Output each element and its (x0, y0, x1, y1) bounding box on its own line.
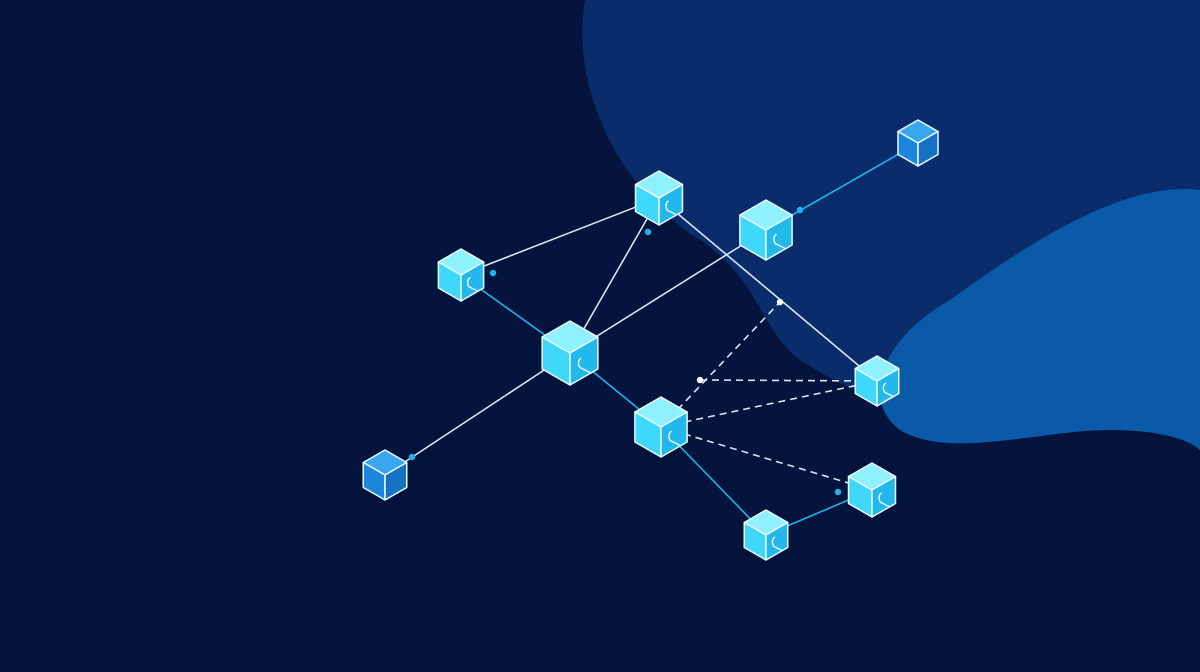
cube-node (437, 248, 485, 302)
dashed-connection (660, 301, 781, 428)
cube-glyph-icon (882, 382, 893, 397)
cube-glyph-icon (668, 430, 680, 446)
cube-node (362, 449, 408, 501)
connection-dot (696, 376, 704, 384)
cube-glyph-icon (773, 233, 785, 249)
cube-node (634, 396, 688, 458)
cube-node (541, 320, 599, 386)
connection (569, 197, 660, 354)
connection-dot (644, 228, 652, 236)
dashed-connection (660, 426, 873, 491)
connection (460, 197, 660, 276)
connection (658, 197, 878, 382)
connection-dot (776, 298, 784, 306)
connection-dot (796, 206, 804, 214)
cube-glyph-icon (771, 536, 782, 551)
connection-dot (489, 269, 497, 277)
cube-node (854, 355, 900, 407)
cube-glyph-icon (466, 277, 478, 292)
background-blob-light (879, 189, 1200, 450)
cube-node (847, 462, 897, 518)
cube-node (739, 199, 793, 261)
cube-glyph-icon (577, 357, 591, 373)
connection (384, 352, 571, 476)
connection (569, 229, 767, 354)
nodes (362, 119, 939, 561)
cube-node (743, 509, 789, 561)
connection-dot (834, 488, 842, 496)
cube-node (634, 170, 684, 226)
connection-dot (408, 453, 416, 461)
cube-glyph-icon (665, 200, 677, 215)
dashed-connection (699, 379, 878, 382)
cube-node (897, 119, 939, 167)
cube-glyph-icon (878, 492, 890, 507)
dashed-connection (660, 380, 878, 428)
